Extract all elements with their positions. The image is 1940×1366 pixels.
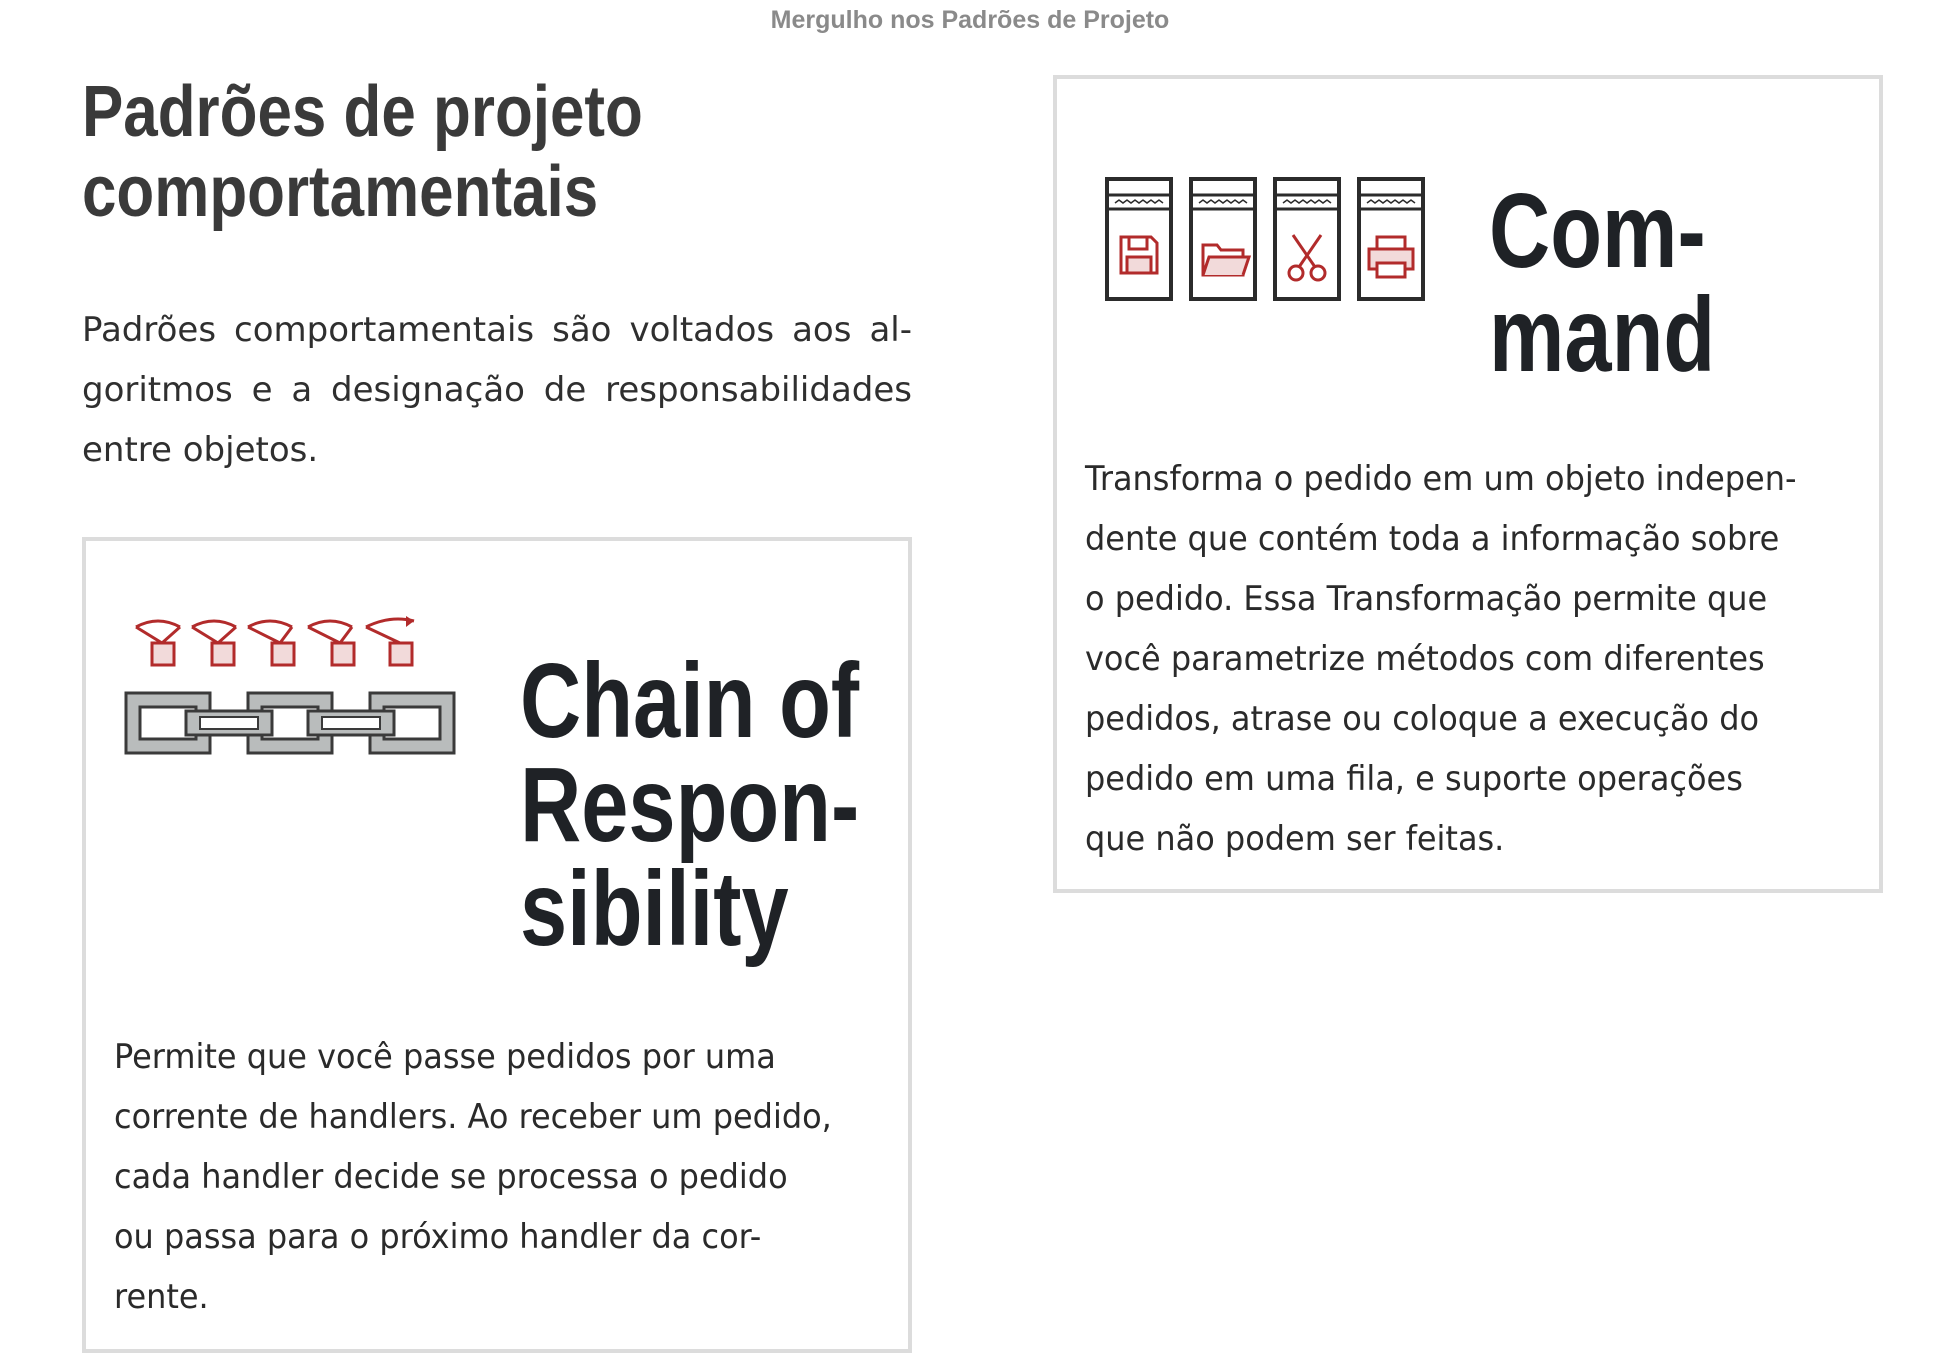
chain-title-line: Chain of (520, 642, 860, 760)
chain-desc-line: Permite que você passe pedidos por uma (114, 1037, 776, 1077)
command-desc-line: Transforma o pedido em um objeto indepen… (1085, 459, 1797, 499)
chain-desc-line: rente. (114, 1277, 209, 1317)
book-header: Mergulho nos Padrões de Projeto (770, 6, 1170, 34)
intro-line: Padrões comportamentais são voltados aos… (82, 310, 912, 350)
chain-desc-line: ou passa para o próximo handler da cor- (114, 1217, 762, 1257)
chain-description: Permite que você passe pedidos por uma c… (114, 1027, 894, 1327)
section-title: Padrões de projeto comportamentais (82, 72, 643, 232)
intro-line: entre objetos. (82, 430, 319, 470)
chain-of-responsibility-icon (122, 615, 468, 765)
command-desc-line: pedido em uma fila, e suporte operações (1085, 759, 1743, 799)
chain-title: Chain of Respon- sibility (520, 642, 860, 968)
command-desc-line: pedidos, atrase ou coloque a execução do (1085, 699, 1760, 739)
command-title-line: Com- (1489, 172, 1706, 290)
command-desc-line: que não podem ser feitas. (1085, 819, 1505, 859)
command-title-line: mand (1489, 276, 1716, 394)
command-description: Transforma o pedido em um objeto indepen… (1085, 449, 1865, 869)
chain-desc-line: cada handler decide se processa o pedido (114, 1157, 788, 1197)
command-desc-line: dente que contém toda a informação sobre (1085, 519, 1780, 559)
command-title: Com- mand (1489, 172, 1716, 394)
command-buttons-icon (1103, 175, 1433, 309)
command-pattern-card[interactable]: Com- mand Transforma o pedido em um obje… (1053, 75, 1883, 893)
chain-title-line: sibility (520, 850, 789, 968)
command-desc-line: você parametrize métodos com diferentes (1085, 639, 1765, 679)
section-title-line: comportamentais (82, 152, 599, 232)
chain-of-responsibility-card[interactable]: Chain of Respon- sibility Permite que vo… (82, 537, 912, 1353)
intro-line: goritmos e a designação de responsabilid… (82, 370, 912, 410)
section-intro: Padrões comportamentais são voltados aos… (82, 300, 912, 480)
command-desc-line: o pedido. Essa Transformação permite que (1085, 579, 1768, 619)
chain-desc-line: corrente de handlers. Ao receber um pedi… (114, 1097, 832, 1137)
section-title-line: Padrões de projeto (82, 72, 643, 152)
chain-title-line: Respon- (520, 746, 860, 864)
